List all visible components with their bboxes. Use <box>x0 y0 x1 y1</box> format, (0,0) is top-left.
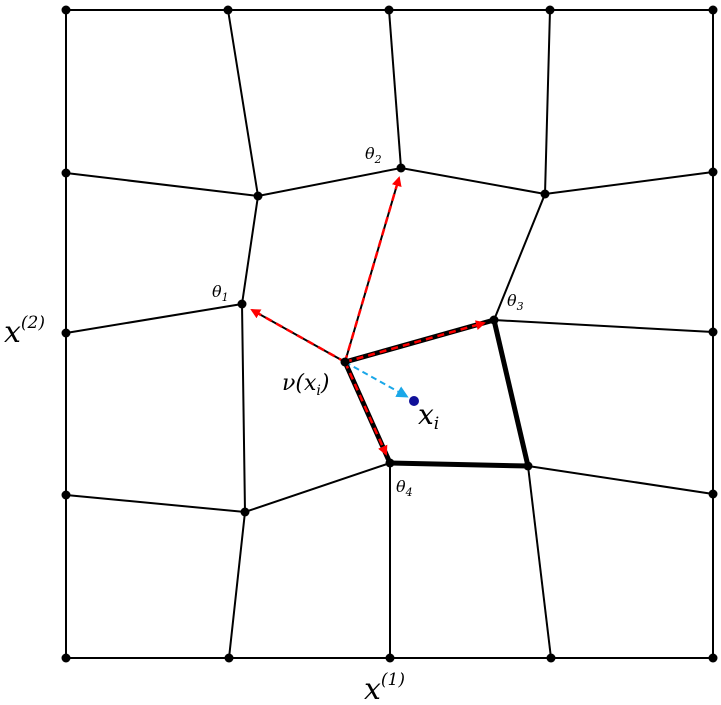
mesh-row-3 <box>65 462 391 514</box>
arrow-to-theta3 <box>344 320 486 364</box>
node-theta3 <box>489 315 499 325</box>
theta-arrows <box>250 176 486 456</box>
node-theta4 <box>385 458 395 468</box>
mesh-col-3b <box>527 465 552 659</box>
mesh-row-2b <box>493 319 714 333</box>
label-x1: x(1) <box>364 670 405 705</box>
label-theta3: θ3 <box>507 291 524 313</box>
node <box>546 653 556 663</box>
node <box>708 327 718 337</box>
arrow-to-theta4 <box>343 361 388 456</box>
mesh-row-2 <box>65 303 243 334</box>
node <box>61 168 71 178</box>
node-theta2 <box>396 163 406 173</box>
node <box>61 490 71 500</box>
node <box>523 461 533 471</box>
node <box>385 653 395 663</box>
node <box>61 328 71 338</box>
node <box>708 5 718 15</box>
node <box>384 5 394 15</box>
arrow-to-theta2 <box>343 176 402 363</box>
node <box>253 191 263 201</box>
point-xi <box>409 396 419 406</box>
mesh-col-3 <box>493 9 551 321</box>
node <box>708 167 718 177</box>
label-theta4: θ4 <box>396 477 413 499</box>
node <box>61 653 71 663</box>
mesh-row-1 <box>65 166 714 198</box>
thick-edge-corner-theta4 <box>389 460 529 469</box>
node <box>61 5 71 15</box>
mesh-col-2a <box>388 9 402 169</box>
node <box>708 489 718 499</box>
label-nu-xi: ν(xi) <box>282 371 329 399</box>
node <box>545 5 555 15</box>
node <box>708 653 718 663</box>
label-x2: x(2) <box>4 313 45 350</box>
arrow-to-theta1 <box>250 308 346 364</box>
label-theta2: θ2 <box>365 144 382 166</box>
thick-edge-theta3-corner <box>491 319 531 467</box>
node <box>540 189 550 199</box>
node-center <box>340 357 350 367</box>
label-theta1: θ1 <box>212 282 229 304</box>
highlighted-cell <box>342 317 531 469</box>
node-theta1 <box>237 299 247 309</box>
mesh-row-3b <box>527 465 714 495</box>
node <box>240 507 250 517</box>
label-xi: xi <box>418 398 439 434</box>
mesh-edges <box>65 9 714 659</box>
arrow-to-xi <box>344 361 409 398</box>
node <box>223 5 233 15</box>
mesh-nodes <box>61 5 718 663</box>
node <box>224 653 234 663</box>
mesh-col-1 <box>227 9 260 659</box>
